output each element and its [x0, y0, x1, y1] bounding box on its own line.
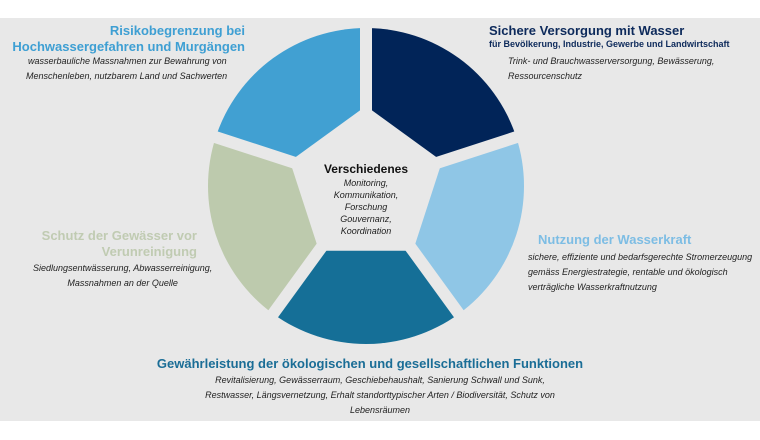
segment-gap [405, 243, 467, 322]
segment-gap [435, 129, 523, 169]
center-line: Gouvernanz, [340, 214, 392, 224]
segment-gap [265, 243, 327, 322]
protection-title-line: Schutz der Gewässer vor [41, 228, 197, 243]
hydro-title: Nutzung der Wasserkraft [538, 232, 692, 247]
protection-title-line: Verunreinigung [101, 244, 197, 259]
risk-text-line: wasserbauliche Massnahmen zur Bewahrung … [28, 56, 227, 66]
risk-title-line: Risikobegrenzung bei [109, 23, 245, 38]
center-line: Forschung [344, 202, 388, 212]
supply-text: Trink- und Brauchwasserversorgung, Bewäs… [508, 54, 714, 84]
hydro-text: sichere, effiziente und bedarfsgerechte … [528, 250, 752, 295]
center-title: Verschiedenes [323, 162, 409, 176]
segment-hydro [413, 137, 524, 314]
ecology-title: Gewährleistung der ökologischen und gese… [156, 356, 584, 371]
risk-title: Risikobegrenzung bei Hochwassergefahren … [12, 23, 245, 55]
segment-risk [215, 28, 366, 162]
risk-title-line: Hochwassergefahren und Murgängen [12, 39, 245, 54]
segment-protection [208, 137, 319, 314]
supply-text-line: Ressourcenschutz [508, 71, 583, 81]
segment-gap [209, 129, 297, 169]
center-line: Koordination [340, 226, 392, 236]
supply-title: Sichere Versorgung mit Wasser [489, 23, 685, 38]
protection-text: Siedlungsentwässerung, Abwasserreinigung… [33, 261, 212, 291]
center-line: Kommunikation, [333, 190, 399, 200]
supply-subtitle: für Bevölkerung, Industrie, Gewerbe und … [489, 39, 730, 49]
hydro-text-line: verträgliche Wasserkraftnutzung [528, 282, 657, 292]
protection-title: Schutz der Gewässer vor Verunreinigung [42, 228, 197, 260]
risk-text: wasserbauliche Massnahmen zur Bewahrung … [26, 54, 227, 84]
protection-text-line: Siedlungsentwässerung, Abwasserreinigung… [33, 263, 213, 273]
center-line: Monitoring, [343, 178, 389, 188]
hydro-text-line: gemäss Energiestrategie, rentable und ök… [528, 267, 728, 277]
protection-text-line: Massnahmen an der Quelle [67, 278, 178, 288]
ecology-text-line: Revitalisierung, Gewässerraum, Geschiebe… [215, 375, 545, 385]
risk-text-line: Menschenleben, nutzbarem Land und Sachwe… [26, 71, 228, 81]
segment-ecology [273, 250, 459, 344]
ecology-text: Revitalisierung, Gewässerraum, Geschiebe… [0, 373, 760, 418]
hydro-text-line: sichere, effiziente und bedarfsgerechte … [528, 252, 753, 262]
ecology-text-line: Lebensräumen [349, 405, 411, 415]
supply-text-line: Trink- und Brauchwasserversorgung, Bewäs… [508, 56, 715, 66]
ecology-text-line: Restwasser, Längsvernetzung, Erhalt stan… [205, 390, 555, 400]
center-label: Verschiedenes Monitoring, Kommunikation,… [300, 162, 432, 237]
segment-supply [366, 28, 517, 162]
